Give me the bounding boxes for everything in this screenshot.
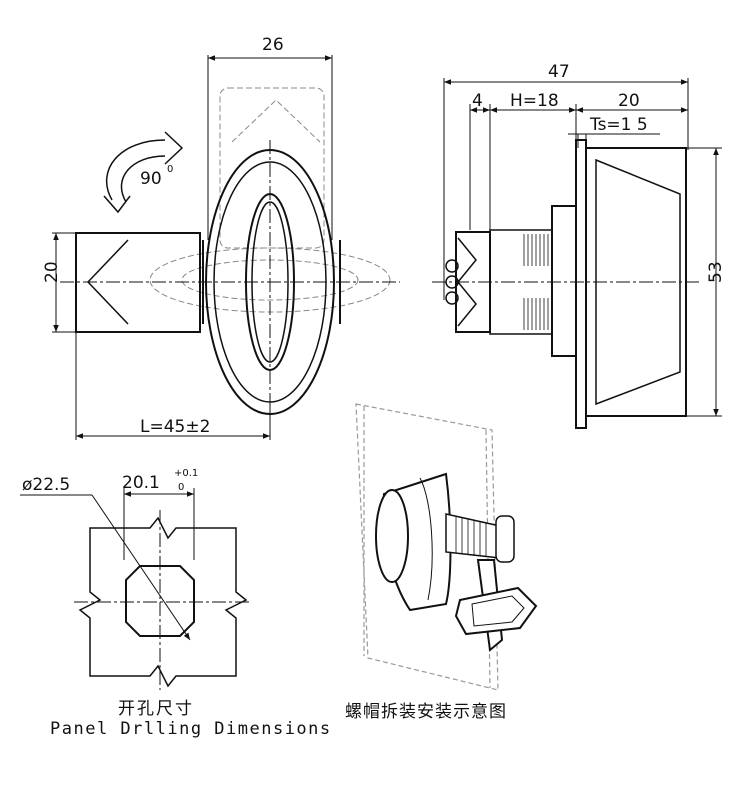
dim-ts-label: Ts=1 5 [589,115,648,135]
dia-leader-arrow [91,494,191,641]
dimension-26 [207,55,333,240]
dim-4-label: 4 [472,91,483,111]
knob-shaft [445,513,515,563]
dashed-panel [355,403,499,691]
panel-caption-cn: 开孔尺寸 [118,699,194,719]
dim-h-label: H=18 [510,91,559,111]
rotation-label: 90 [140,169,162,189]
dim-26-label: 26 [262,35,284,55]
install-caption-cn: 螺帽拆装安装示意图 [345,702,507,722]
tol-lower: 0 [178,482,184,493]
dimension-20-left [52,232,76,333]
dimension-row-2 [469,104,688,230]
rotation-sup: 0 [167,164,173,175]
dim-length-label: L=45±2 [140,417,210,437]
rotation-arrow-icon [103,131,184,214]
washer [551,205,577,357]
panel-drilling-view: 20.1 +0.1 0 ø22.5 [20,468,250,690]
cam-nut [454,559,538,652]
dia-label: ø22.5 [22,475,70,495]
panel-caption-en: Panel Drlling Dimensions [50,719,332,739]
dim-47-label: 47 [548,62,570,82]
install-illustration [355,403,538,691]
panel-outline [78,516,248,688]
front-view: 26 90 0 [42,35,400,440]
side-view: 47 4 H=18 20 Ts=1 5 [432,62,726,429]
dim-20-left-label: 20 [42,261,62,283]
dim-53-label: 53 [706,261,726,283]
dim-20-side-label: 20 [618,91,640,111]
center-lines [60,140,400,430]
dimension-47 [443,78,689,300]
knob-head [375,472,452,612]
dimension-53 [686,147,722,417]
dim-20-1-label: 20.1 [122,473,160,493]
dimension-20-1 [123,488,195,560]
tol-upper: +0.1 [174,468,198,479]
dimension-length [75,332,271,440]
drill-hole [125,565,195,637]
panel-plate [575,139,587,429]
